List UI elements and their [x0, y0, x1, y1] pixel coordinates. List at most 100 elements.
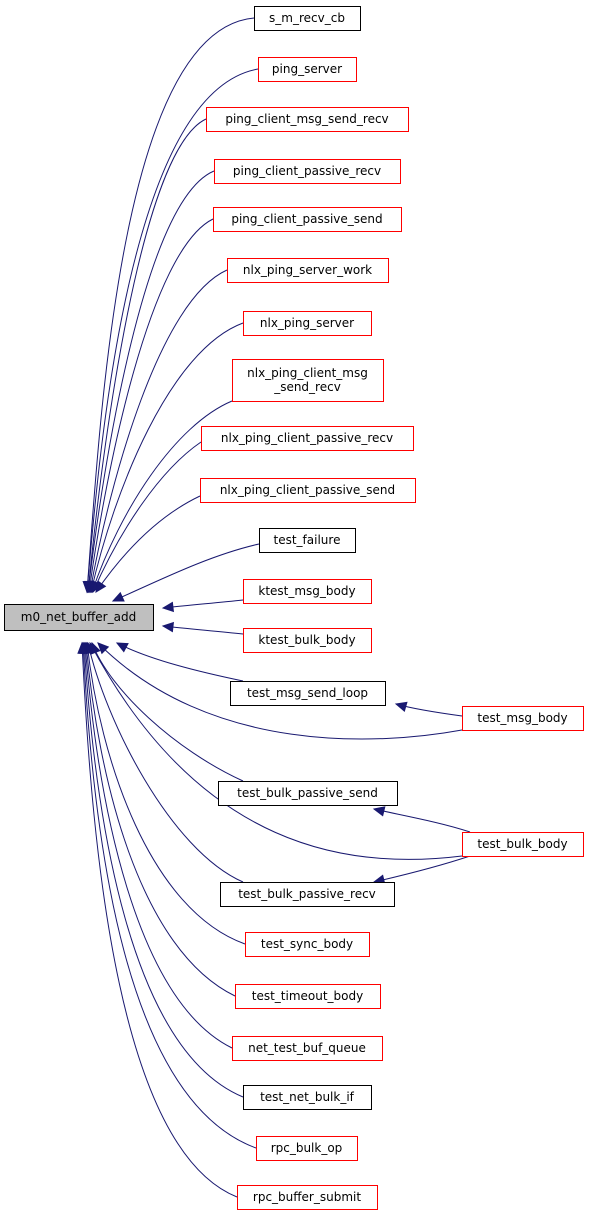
node-label: test_sync_body [261, 937, 353, 951]
node-label: test_failure [274, 533, 341, 547]
node-test-failure[interactable]: test_failure [259, 528, 356, 553]
node-ping-client-msg-send-recv[interactable]: ping_client_msg_send_recv [206, 107, 409, 132]
edge-test_bulk_passive_send-to-root [90, 641, 244, 782]
node-box [243, 579, 372, 604]
node-box [201, 426, 414, 451]
node-label: test_msg_body [477, 711, 567, 725]
node-box [259, 528, 356, 553]
edge-test_failure-to-root [111, 543, 260, 602]
edge-line [95, 495, 201, 593]
edge-test_bulk_body-to-test_bulk_passive_send [372, 806, 471, 833]
node-label: nlx_ping_client_passive_send [220, 483, 395, 497]
node-test-timeout-body[interactable]: test_timeout_body [235, 984, 381, 1009]
edge-arrowhead [97, 642, 110, 655]
node-test-msg-body[interactable]: test_msg_body [462, 706, 584, 731]
node-box [4, 604, 154, 631]
node-box [245, 932, 370, 957]
edge-line [97, 642, 463, 740]
node-test-bulk-body[interactable]: test_bulk_body [462, 832, 584, 857]
node-ping-client-passive-send[interactable]: ping_client_passive_send [213, 207, 402, 232]
edge-line [162, 599, 244, 609]
edge-line [373, 855, 471, 883]
node-box [258, 57, 357, 82]
edge-line [89, 642, 463, 860]
edge-line [89, 269, 228, 593]
node-layer: m0_net_buffer_add s_m_recv_cb ping_serverp… [4, 6, 584, 1210]
node-box [230, 681, 386, 706]
node-label: ktest_bulk_body [258, 633, 355, 647]
node-ping-server[interactable]: ping_server [258, 57, 357, 82]
edge-line [88, 218, 214, 593]
node-nlx-ping-client-passive-recv[interactable]: nlx_ping_client_passive_recv [201, 426, 414, 451]
node-label: s_m_recv_cb [269, 11, 345, 25]
node-box [220, 882, 395, 907]
node-test-bulk-passive-recv[interactable]: test_bulk_passive_recv [220, 882, 395, 907]
edge-ping_client_passive_send-to-root [85, 218, 214, 594]
edge-ktest_msg_body-to-root [161, 599, 244, 613]
node-label: nlx_ping_server [260, 316, 354, 330]
node-test-sync-body[interactable]: test_sync_body [245, 932, 370, 957]
node-test-bulk-passive-send[interactable]: test_bulk_passive_send [218, 781, 398, 806]
edge-line [87, 170, 215, 593]
edge-net_test_buf_queue-to-root [80, 641, 233, 1049]
node-label: test_bulk_passive_recv [238, 887, 376, 901]
edge-test_timeout_body-to-root [81, 641, 236, 997]
edge-ping_client_msg_send_recv-to-root [83, 118, 207, 594]
node-test-msg-send-loop[interactable]: test_msg_send_loop [230, 681, 386, 706]
node-label: rpc_bulk_op [271, 1141, 343, 1155]
node-box [213, 207, 402, 232]
node-box [235, 984, 381, 1009]
edge-line [84, 642, 233, 1049]
node-label: _send_recv [273, 380, 341, 394]
node-net-test-buf-queue[interactable]: net_test_buf_queue [232, 1036, 383, 1061]
edge-line [91, 400, 233, 593]
edge-arrowhead [372, 806, 386, 817]
node-nlx-ping-client-passive-send[interactable]: nlx_ping_client_passive_send [200, 478, 416, 503]
node-box [462, 706, 584, 731]
edge-line [373, 808, 471, 833]
node-box [232, 1036, 383, 1061]
node-box [214, 159, 401, 184]
node-test-net-bulk-if[interactable]: test_net_bulk_if [243, 1085, 372, 1110]
edge-nlx_ping_client_passive_send-to-root [95, 495, 201, 594]
edge-test_msg_send_loop-to-root [115, 642, 244, 682]
node-label: m0_net_buffer_add [21, 610, 136, 624]
node-box [254, 6, 361, 31]
node-label: ping_client_msg_send_recv [225, 112, 388, 126]
node-nlx-ping-server-work[interactable]: nlx_ping_server_work [227, 258, 389, 283]
node-ktest-bulk-body[interactable]: ktest_bulk_body [243, 628, 372, 653]
edge-arrowhead [111, 591, 125, 602]
edge-line [91, 642, 244, 782]
edge-line [112, 543, 260, 602]
node-rpc-bulk-op[interactable]: rpc_bulk_op [256, 1136, 358, 1161]
node-label: nlx_ping_server_work [243, 263, 372, 277]
node-box [206, 107, 409, 132]
node-box [256, 1136, 358, 1161]
edge-s_m_recv_cb-to-root [82, 17, 255, 594]
edge-line [86, 642, 246, 945]
node-box [237, 1185, 378, 1210]
node-rpc-buffer-submit[interactable]: rpc_buffer_submit [237, 1185, 378, 1210]
node-label: ktest_msg_body [258, 584, 355, 598]
edge-line [81, 642, 238, 1198]
edge-line [82, 642, 257, 1149]
node-nlx-ping-client-msg-send-recv[interactable]: nlx_ping_client_msg_send_recv [232, 359, 384, 402]
node-s-m-recv-cb[interactable]: s_m_recv_cb [254, 6, 361, 31]
edge-line [86, 17, 255, 593]
node-box [227, 258, 389, 283]
node-label: test_timeout_body [252, 989, 364, 1003]
node-label: ping_client_passive_recv [233, 164, 381, 178]
edge-test_bulk_body-to-test_bulk_passive_recv [372, 855, 471, 885]
node-label: nlx_ping_client_passive_recv [221, 431, 393, 445]
edge-test_bulk_passive_recv-to-root [85, 641, 244, 883]
node-ping-client-passive-recv[interactable]: ping_client_passive_recv [214, 159, 401, 184]
node-label: test_bulk_passive_send [237, 786, 378, 800]
node-label: rpc_buffer_submit [253, 1190, 361, 1204]
node-ktest-msg-body[interactable]: ktest_msg_body [243, 579, 372, 604]
edge-arrowhead [115, 642, 129, 653]
node-box [200, 478, 416, 503]
edge-arrowhead [77, 641, 88, 654]
edge-layer [77, 17, 471, 1198]
node-nlx-ping-server[interactable]: nlx_ping_server [243, 311, 372, 336]
